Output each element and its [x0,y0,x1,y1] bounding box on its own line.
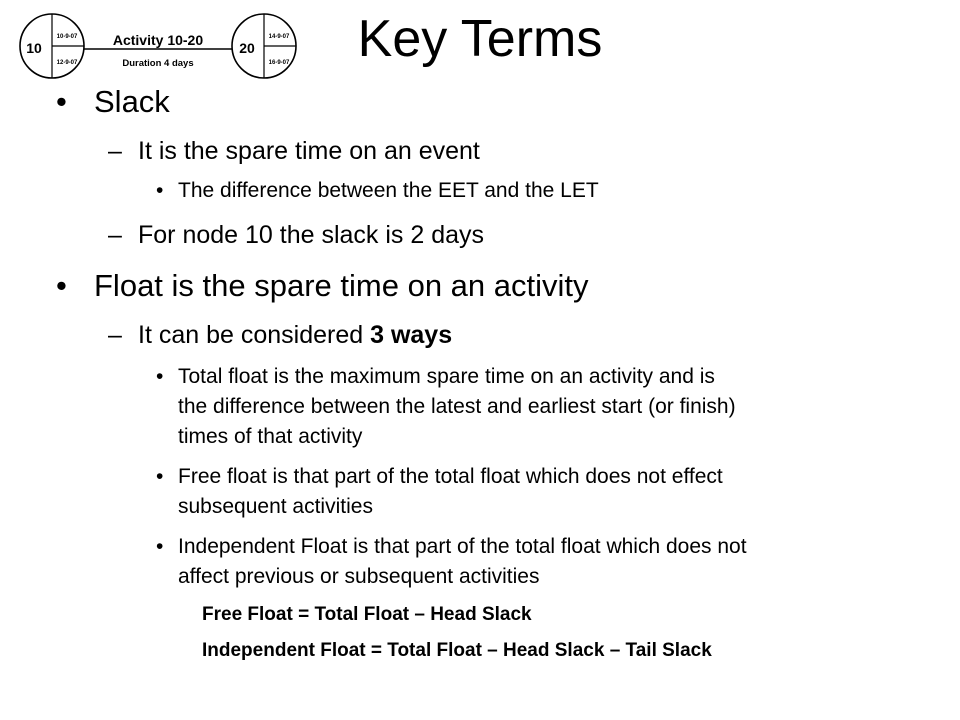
detail-free-float-1: Free float is that part of the total flo… [178,465,723,488]
bullet-marker: • [56,84,67,119]
node-20-let: 16-9-07 [269,60,290,66]
activity-network-diagram: 10 10-9-07 12-9-07 Activity 10-20 Durati… [19,13,297,79]
slide-title: Key Terms [357,10,603,68]
detail-independent-float-1: Independent Float is that part of the to… [178,535,747,558]
dash-marker: – [108,321,122,349]
detail-independent-float-2: affect previous or subsequent activities [178,565,540,588]
bullet-marker: • [156,179,164,202]
node-20-id: 20 [239,40,255,56]
node-10-eet: 10-9-07 [57,34,78,40]
bullet-marker: • [156,535,164,558]
node-20-eet: 14-9-07 [269,34,290,40]
detail-slack-difference: The difference between the EET and the L… [178,179,599,202]
sub-slack-example: For node 10 the slack is 2 days [138,221,485,249]
formula-independent-float: Independent Float = Total Float – Head S… [202,640,712,661]
detail-total-float-3: times of that activity [178,425,363,448]
detail-total-float-1: Total float is the maximum spare time on… [178,365,715,388]
dash-marker: – [108,221,122,249]
activity-duration: Duration 4 days [122,58,193,69]
formula-free-float: Free Float = Total Float – Head Slack [202,604,532,625]
float-ways-bold: 3 ways [370,321,453,349]
bullet-slack: Slack [94,84,170,119]
bullet-marker: • [56,268,67,303]
detail-free-float-2: subsequent activities [178,495,373,518]
node-10-let: 12-9-07 [57,60,78,66]
float-ways-prefix: It can be considered [138,321,371,349]
bullet-marker: • [156,365,164,388]
sub-slack-definition: It is the spare time on an event [138,137,480,165]
bullet-float: Float is the spare time on an activity [94,268,589,303]
node-10: 10 10-9-07 12-9-07 [19,13,85,79]
activity-label: Activity 10-20 [113,32,203,48]
node-10-id: 10 [26,40,42,56]
bullet-marker: • [156,465,164,488]
node-20: 20 14-9-07 16-9-07 [231,13,297,79]
sub-float-ways: It can be considered 3 ways [138,320,452,350]
detail-total-float-2: the difference between the latest and ea… [178,395,736,418]
dash-marker: – [108,137,122,165]
